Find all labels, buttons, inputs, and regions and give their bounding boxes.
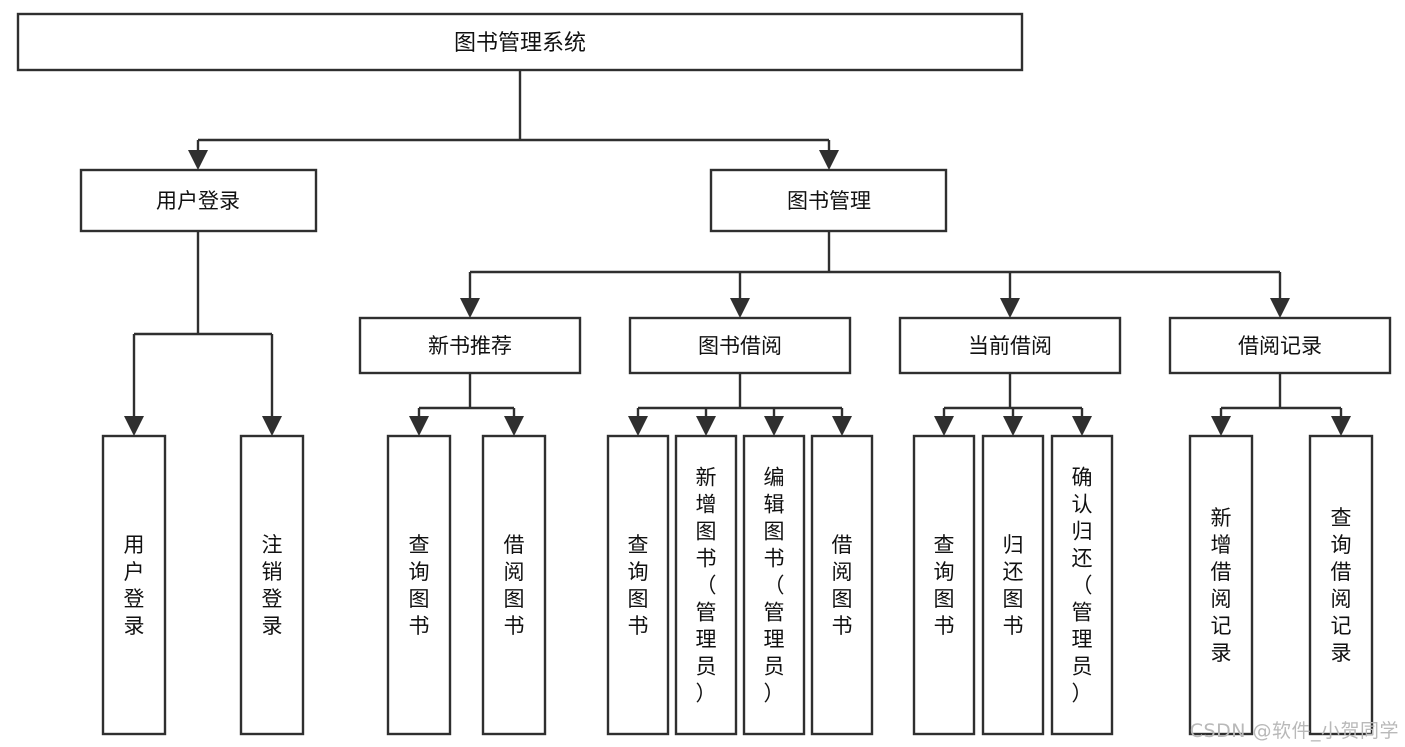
arrow-head-leaf-add-book-admin xyxy=(696,416,716,436)
node-book-borrow[interactable]: 图书借阅 xyxy=(628,316,852,375)
node-leaf-add-book-admin-label: 新增图书（管理员） xyxy=(696,466,717,706)
node-current-borrow-label: 当前借阅 xyxy=(968,334,1052,358)
node-leaf-edit-book-admin-label: 编辑图书（管理员） xyxy=(764,466,785,706)
node-new-book-recommend-box[interactable] xyxy=(358,316,582,375)
node-book-management-label: 图书管理 xyxy=(787,189,871,213)
arrow-head-book-management xyxy=(819,150,839,170)
node-leaf-add-borrow-record-box[interactable] xyxy=(1188,434,1254,736)
node-leaf-return-book-box[interactable] xyxy=(981,434,1045,736)
node-book-borrow-label: 图书借阅 xyxy=(698,334,782,358)
node-leaf-user-login-label: 用户登录 xyxy=(124,533,145,638)
node-new-book-recommend-label: 新书推荐 xyxy=(428,334,512,358)
connector-layer xyxy=(124,70,1351,436)
node-leaf-add-book-admin[interactable]: 新增图书（管理员） xyxy=(674,434,738,736)
node-leaf-query-book-1-box[interactable] xyxy=(386,434,452,736)
node-root-box[interactable] xyxy=(16,12,1024,72)
arrow-head-leaf-user-login xyxy=(124,416,144,436)
node-leaf-query-book-3-label: 查询图书 xyxy=(934,533,955,638)
node-leaf-add-borrow-record[interactable]: 新增借阅记录 xyxy=(1188,434,1254,736)
arrow-head-current-borrow xyxy=(1000,298,1020,318)
arrow-head-leaf-query-borrow-record xyxy=(1331,416,1351,436)
node-leaf-query-borrow-record-box[interactable] xyxy=(1308,434,1374,736)
node-borrow-record-box[interactable] xyxy=(1168,316,1392,375)
node-leaf-borrow-book-1-label: 借阅图书 xyxy=(504,533,525,638)
node-leaf-user-login-box[interactable] xyxy=(101,434,167,736)
csdn-watermark: CSDN @软件_小贺同学 xyxy=(1189,720,1399,742)
node-leaf-borrow-book-2[interactable]: 借阅图书 xyxy=(810,434,874,736)
node-root[interactable]: 图书管理系统 xyxy=(16,12,1024,72)
node-leaf-query-borrow-record[interactable]: 查询借阅记录 xyxy=(1308,434,1374,736)
arrow-head-leaf-borrow-book-2 xyxy=(832,416,852,436)
node-leaf-borrow-book-2-label: 借阅图书 xyxy=(832,533,853,638)
node-leaf-return-book-label: 归还图书 xyxy=(1003,533,1024,638)
node-leaf-confirm-return-admin[interactable]: 确认归还（管理员） xyxy=(1050,434,1114,736)
node-user-login-box[interactable] xyxy=(79,168,318,233)
node-leaf-add-borrow-record-label: 新增借阅记录 xyxy=(1211,506,1232,665)
node-leaf-query-book-1-label: 查询图书 xyxy=(409,533,430,638)
node-user-login[interactable]: 用户登录 xyxy=(79,168,318,233)
node-leaf-query-book-2-label: 查询图书 xyxy=(628,533,649,638)
node-leaf-query-book-2[interactable]: 查询图书 xyxy=(606,434,670,736)
arrow-head-leaf-edit-book-admin xyxy=(764,416,784,436)
node-current-borrow-box[interactable] xyxy=(898,316,1122,375)
node-leaf-query-book-3-box[interactable] xyxy=(912,434,976,736)
node-user-login-label: 用户登录 xyxy=(156,189,240,213)
node-leaf-borrow-book-1[interactable]: 借阅图书 xyxy=(481,434,547,736)
node-borrow-record[interactable]: 借阅记录 xyxy=(1168,316,1392,375)
node-leaf-logout-box[interactable] xyxy=(239,434,305,736)
arrow-head-borrow-record xyxy=(1270,298,1290,318)
node-book-management[interactable]: 图书管理 xyxy=(709,168,948,233)
arrow-head-new-book-recommend xyxy=(460,298,480,318)
arrow-head-leaf-query-book-3 xyxy=(934,416,954,436)
node-leaf-query-book-1[interactable]: 查询图书 xyxy=(386,434,452,736)
arrow-head-leaf-add-borrow-record xyxy=(1211,416,1231,436)
node-book-borrow-box[interactable] xyxy=(628,316,852,375)
node-leaf-edit-book-admin-box[interactable] xyxy=(742,434,806,736)
arrow-head-leaf-query-book-1 xyxy=(409,416,429,436)
node-new-book-recommend[interactable]: 新书推荐 xyxy=(358,316,582,375)
leaf-layer: 用户登录 注销登录 查询图书 借阅图书 查询图书 新增图书（管理员） xyxy=(101,434,1374,736)
node-book-management-box[interactable] xyxy=(709,168,948,233)
node-leaf-user-login[interactable]: 用户登录 xyxy=(101,434,167,736)
node-leaf-query-book-3[interactable]: 查询图书 xyxy=(912,434,976,736)
node-leaf-confirm-return-admin-label: 确认归还（管理员） xyxy=(1072,466,1093,706)
node-current-borrow[interactable]: 当前借阅 xyxy=(898,316,1122,375)
arrow-head-leaf-return-book xyxy=(1003,416,1023,436)
arrow-head-leaf-logout xyxy=(262,416,282,436)
node-leaf-borrow-book-1-box[interactable] xyxy=(481,434,547,736)
node-leaf-confirm-return-admin-box[interactable] xyxy=(1050,434,1114,736)
arrow-head-book-borrow xyxy=(730,298,750,318)
node-borrow-record-label: 借阅记录 xyxy=(1238,334,1322,358)
arrow-head-leaf-confirm-return-admin xyxy=(1072,416,1092,436)
arrow-head-leaf-borrow-book-1 xyxy=(504,416,524,436)
node-leaf-edit-book-admin[interactable]: 编辑图书（管理员） xyxy=(742,434,806,736)
node-leaf-query-book-2-box[interactable] xyxy=(606,434,670,736)
arrow-head-leaf-query-book-2 xyxy=(628,416,648,436)
node-leaf-borrow-book-2-box[interactable] xyxy=(810,434,874,736)
node-leaf-logout[interactable]: 注销登录 xyxy=(239,434,305,736)
node-leaf-query-borrow-record-label: 查询借阅记录 xyxy=(1331,506,1352,665)
arrow-head-user-login xyxy=(188,150,208,170)
node-leaf-add-book-admin-box[interactable] xyxy=(674,434,738,736)
node-leaf-return-book[interactable]: 归还图书 xyxy=(981,434,1045,736)
node-leaf-logout-label: 注销登录 xyxy=(262,533,283,638)
node-root-label: 图书管理系统 xyxy=(454,31,586,56)
